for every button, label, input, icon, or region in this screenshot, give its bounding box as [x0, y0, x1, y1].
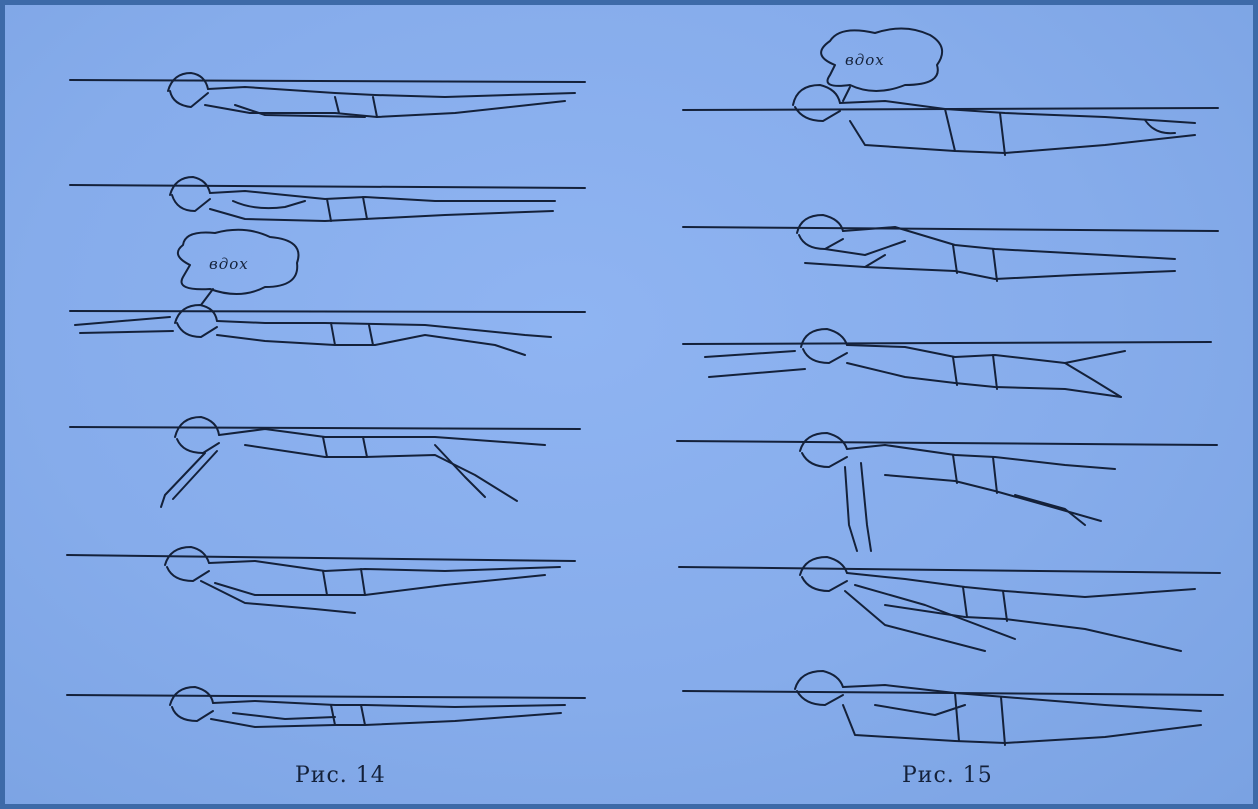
fig15-swimmer-1 — [683, 85, 1218, 155]
water-line — [679, 567, 1220, 573]
fig15-swimmer-3 — [683, 329, 1211, 397]
fig14-breath-bubble: вдох — [178, 230, 299, 305]
water-line — [683, 342, 1211, 344]
fig14-swimmer-1 — [70, 73, 585, 117]
fig15-breath-bubble: вдох — [821, 28, 942, 101]
swimming-illustrations: вдох — [5, 5, 1253, 804]
svg-text:вдох: вдох — [845, 51, 885, 69]
fig15-swimmer-5 — [679, 557, 1220, 651]
fig15-swimmer-4 — [677, 433, 1217, 551]
water-line — [70, 185, 585, 188]
water-line — [67, 695, 585, 698]
water-line — [67, 555, 575, 561]
water-line — [70, 311, 585, 312]
fig15-swimmer-6 — [683, 671, 1223, 745]
fig14-swimmer-2 — [70, 177, 585, 221]
water-line — [677, 441, 1217, 445]
water-line — [70, 80, 585, 82]
fig15-swimmer-2 — [683, 215, 1218, 281]
figure-15-caption: Рис. 15 — [902, 763, 993, 788]
fig14-swimmer-6 — [67, 687, 585, 727]
figure-14-caption: Рис. 14 — [295, 763, 386, 788]
water-line — [683, 227, 1218, 231]
water-line — [70, 427, 580, 429]
svg-text:вдох: вдох — [209, 255, 249, 273]
fig14-swimmer-3 — [70, 305, 585, 355]
fig14-swimmer-4 — [70, 417, 580, 507]
fig14-swimmer-5 — [67, 547, 575, 613]
